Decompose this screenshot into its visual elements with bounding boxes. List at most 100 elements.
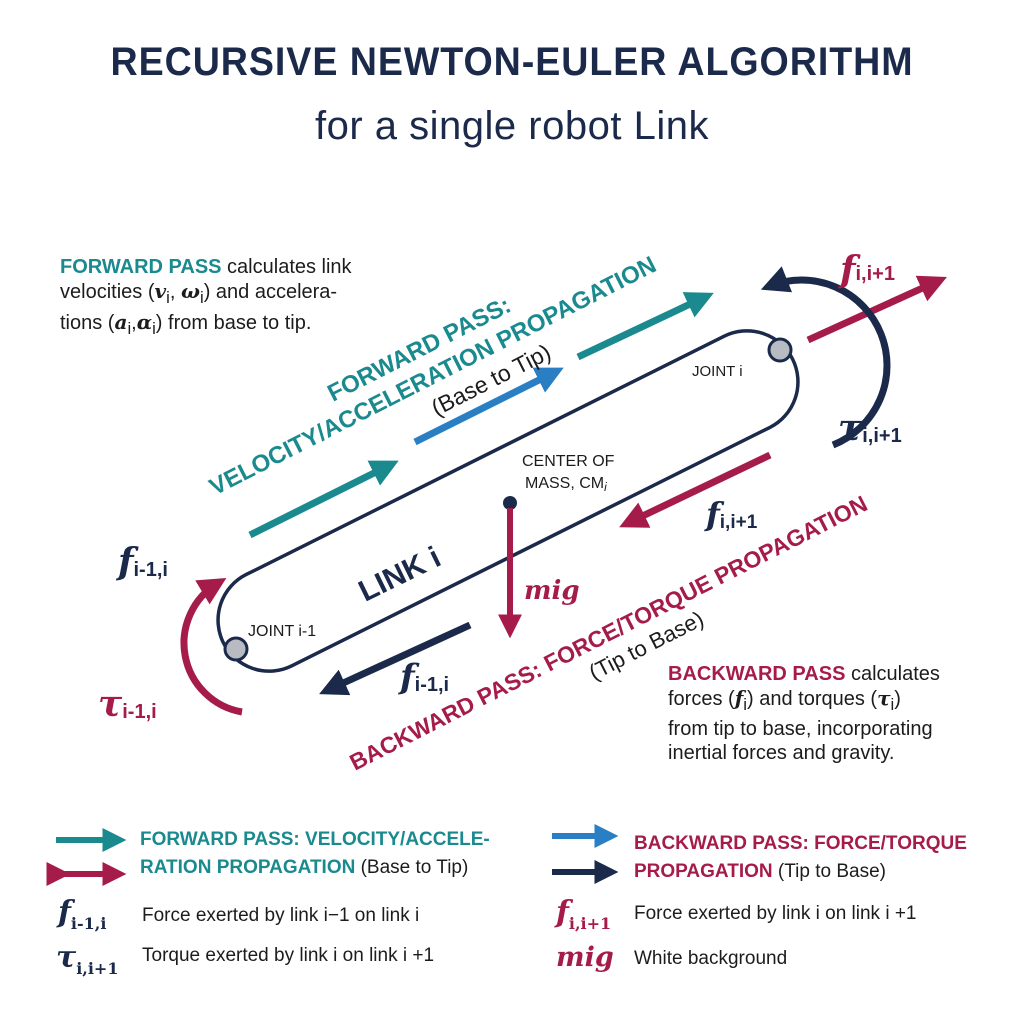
com-label-1: CENTER OF bbox=[522, 453, 615, 470]
legend-sym-f-ip1: fi,i+1 bbox=[556, 895, 611, 933]
legend-forward-line-2: RATION PROPAGATION (Base to Tip) bbox=[140, 854, 540, 882]
forward-note-alpha: α bbox=[136, 310, 153, 334]
legend-backward-line-1: BACKWARD PASS: FORCE/TORQUE bbox=[634, 830, 1014, 858]
f-left-label: fi-1,i bbox=[115, 541, 168, 583]
forward-note-lead: FORWARD PASS bbox=[60, 256, 222, 278]
tau-left-sym: τ bbox=[98, 683, 123, 725]
backward-note-line-1: BACKWARD PASS calculates bbox=[668, 662, 998, 686]
legend-sym-f-im1: fi-1,i bbox=[58, 895, 106, 933]
forward-note-v-sub: i bbox=[166, 288, 170, 307]
center-of-mass-dot bbox=[503, 496, 517, 510]
link-label-group: LINK i bbox=[354, 541, 446, 609]
legend-backward-2b: (Tip to Base) bbox=[772, 861, 886, 882]
com-label-2-text: MASS, CM bbox=[525, 475, 604, 492]
legend-desc-f-im1: Force exerted by link i−1 on link i bbox=[142, 905, 420, 926]
f-left-sub: i-1,i bbox=[134, 559, 168, 581]
f-mid-sym: f bbox=[704, 495, 725, 533]
diagram-title: RECURSIVE NEWTON-EULER ALGORITHM bbox=[110, 40, 914, 84]
forward-note-alpha-sub: i bbox=[152, 319, 156, 338]
tau-top-sym: τ bbox=[838, 407, 863, 449]
legend-backward-2a: PROPAGATION bbox=[634, 861, 773, 882]
legend-sym-f-im1-sub: i-1,i bbox=[70, 914, 107, 933]
forward-note-a-sub: i bbox=[127, 319, 132, 338]
link-label: LINK i bbox=[354, 541, 446, 609]
gravity-label: mig bbox=[524, 576, 580, 606]
backward-arrow-mid bbox=[619, 451, 772, 528]
legend-sym-tau-main: τ bbox=[56, 940, 77, 975]
legend-backward-1a: BACKWARD PASS: FORCE/TORQUE bbox=[634, 833, 967, 854]
f-bottom-sub: i-1,i bbox=[415, 674, 449, 696]
forward-pass-note: FORWARD PASS calculates link velocities … bbox=[60, 255, 420, 341]
backward-note-tau-sub: i bbox=[890, 695, 895, 714]
legend-forward-2a: RATION PROPAGATION bbox=[140, 857, 356, 878]
backward-note-tau: τ bbox=[877, 686, 891, 710]
backward-pass-note: BACKWARD PASS calculates forces (fi) and… bbox=[668, 662, 998, 765]
forward-note-line2c: ) and accelera- bbox=[203, 281, 338, 303]
backward-note-line2a: forces ( bbox=[668, 688, 735, 710]
backward-note-text-1: calculates bbox=[845, 663, 940, 685]
legend-sym-f-ip1-sub: i,i+1 bbox=[568, 914, 612, 933]
forward-note-line2b: , bbox=[169, 281, 181, 303]
forward-arrow-2 bbox=[413, 367, 564, 446]
tau-top-sub: i,i+1 bbox=[862, 425, 901, 447]
legend-desc-f-ip1: Force exerted by link i on link i +1 bbox=[634, 903, 917, 924]
tau-left-sub: i-1,i bbox=[122, 701, 156, 723]
f-top-sub: i,i+1 bbox=[856, 263, 895, 285]
joint-i-minus-1-label: JOINT i-1 bbox=[248, 623, 316, 640]
forward-note-line3c: ) from base to tip. bbox=[155, 312, 312, 334]
backward-note-f-sub: i bbox=[743, 695, 747, 714]
legend-backward: BACKWARD PASS: FORCE/TORQUE PROPAGATION … bbox=[634, 830, 1014, 886]
legend-sym-f-im1-main: f bbox=[58, 895, 71, 930]
legend-forward: FORWARD PASS: VELOCITY/ACCELE- RATION PR… bbox=[140, 826, 540, 882]
diagram-subtitle: for a single robot Link bbox=[315, 104, 709, 148]
torque-arc-top bbox=[760, 266, 891, 449]
backward-note-line-2: forces (fi) and torques (τi) bbox=[668, 686, 998, 717]
forward-note-line3b: , bbox=[131, 312, 137, 334]
com-label-2: MASS, CMi bbox=[525, 475, 607, 494]
f-top-label: fi,i+1 bbox=[837, 249, 895, 291]
legend-forward-1a: FORWARD PASS: VELOCITY/ACCELE- bbox=[140, 829, 490, 850]
backward-note-line-4: inertial forces and gravity. bbox=[668, 742, 895, 764]
legend-desc-tau: Torque exerted by link i on link i +1 bbox=[142, 945, 435, 966]
forward-note-omega: ω bbox=[180, 279, 200, 303]
backward-note-line2b: ) and torques ( bbox=[747, 688, 878, 710]
backward-arrow-bottom bbox=[319, 621, 472, 696]
tau-left-label: τi-1,i bbox=[98, 683, 157, 725]
legend-desc-mig: White background bbox=[634, 948, 788, 969]
backward-note-line2c: ) bbox=[894, 688, 901, 710]
f-bottom-label: fi-1,i bbox=[398, 657, 449, 697]
legend-sym-f-ip1-main: f bbox=[556, 895, 569, 930]
forward-note-a: a bbox=[114, 310, 128, 334]
f-mid-label: fi,i+1 bbox=[704, 495, 758, 533]
legend-sym-mig: mig bbox=[556, 942, 614, 973]
legend-sym-tau-sub: i,i+1 bbox=[76, 959, 119, 978]
forward-note-text-1: calculates link bbox=[221, 256, 352, 278]
f-mid-sub: i,i+1 bbox=[720, 512, 758, 533]
legend-forward-2b: (Base to Tip) bbox=[355, 857, 469, 878]
force-arrow-top bbox=[806, 275, 947, 344]
forward-note-line2a: velocities ( bbox=[60, 281, 155, 303]
legend-sym-tau: τi,i+1 bbox=[56, 940, 118, 978]
legend-backward-line-2: PROPAGATION (Tip to Base) bbox=[634, 858, 1014, 886]
forward-arrow-1 bbox=[248, 460, 399, 539]
tau-top-label: τi,i+1 bbox=[838, 407, 902, 449]
com-label-2-sub: i bbox=[604, 480, 607, 494]
torque-arc-left bbox=[180, 577, 243, 716]
backward-note-line-3: from tip to base, incorporating bbox=[668, 718, 933, 740]
forward-note-omega-sub: i bbox=[199, 288, 204, 307]
backward-note-f: f bbox=[734, 686, 744, 710]
backward-note-lead: BACKWARD PASS bbox=[668, 663, 846, 685]
forward-note-v: v bbox=[154, 279, 167, 303]
joint-i-minus-1-circle bbox=[223, 636, 249, 662]
forward-arrow-3 bbox=[576, 292, 714, 361]
forward-note-line-2: velocities (vi, ωi) and accelera- bbox=[60, 279, 420, 310]
link-body bbox=[216, 329, 800, 673]
joint-i-circle bbox=[767, 337, 793, 363]
forward-note-line3a: tions ( bbox=[60, 312, 115, 334]
forward-note-line-1: FORWARD PASS calculates link bbox=[60, 255, 420, 279]
forward-note-line-3: tions (ai,αi) from base to tip. bbox=[60, 310, 420, 341]
legend-forward-line-1: FORWARD PASS: VELOCITY/ACCELE- bbox=[140, 826, 540, 854]
joint-i-label: JOINT i bbox=[692, 363, 743, 380]
f-bottom-sym: f bbox=[398, 657, 420, 697]
